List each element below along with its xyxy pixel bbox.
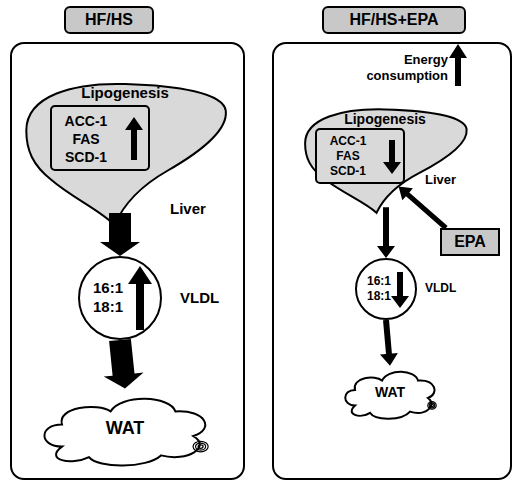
drug-label: EPA: [442, 233, 498, 251]
increase-arrow: [449, 44, 467, 86]
panel-title: HF/HS+EPA: [322, 6, 466, 34]
arrow-body: [104, 339, 144, 389]
liver-shape: LipogenesisLiver ACC-1 FAS SCD-1: [20, 78, 230, 228]
condition-panel: HF/HS+EPAEnergy consumptionLipogenesisLi…: [272, 42, 512, 480]
liver-shape: [26, 84, 226, 225]
adipose-cloud: WAT: [35, 385, 215, 473]
process-label: Lipogenesis: [55, 84, 195, 101]
arrow-body: [380, 320, 398, 366]
tail-swirl: [431, 404, 434, 406]
flow-arrow: [380, 320, 398, 366]
enzyme-list: ACC-1 FAS SCD-1: [321, 134, 375, 179]
flow-arrow: [399, 186, 448, 230]
organ-label: Liver: [425, 173, 470, 188]
particle-label: VLDL: [425, 282, 470, 296]
drug-box: EPA: [440, 228, 500, 256]
effect-label: Energy consumption: [342, 52, 448, 84]
liver-shape: LipogenesisLiver ACC-1 FAS SCD-1: [300, 105, 470, 215]
enzyme-list: ACC-1 FAS SCD-1: [56, 112, 116, 166]
arrow-body: [100, 213, 140, 256]
panel-title: HF/HS: [64, 6, 154, 34]
tail-swirl: [193, 441, 208, 452]
fatty-acid-list: 16:1 18:1: [361, 274, 397, 304]
vldl-circle: 16:1 18:1VLDL: [355, 258, 417, 320]
adipose-cloud: WAT: [340, 362, 440, 424]
flow-arrow: [377, 207, 395, 258]
vldl-circle: 16:1 18:1VLDL: [78, 256, 162, 340]
tail-swirl: [428, 402, 436, 409]
condition-panel: HF/HSLipogenesisLiverACC-1 FAS SCD-116:1…: [10, 42, 245, 480]
tissue-label: WAT: [35, 418, 215, 439]
particle-label: VLDL: [180, 289, 235, 306]
liver-shape: [305, 109, 467, 212]
process-label: Lipogenesis: [320, 111, 450, 127]
tail-swirl: [198, 445, 203, 449]
tail-swirl: [196, 443, 206, 450]
arrow-body: [377, 207, 395, 258]
organ-label: Liver: [170, 200, 225, 217]
arrow-body: [399, 186, 448, 230]
tail-swirl: [429, 403, 435, 408]
flow-arrow: [104, 339, 144, 389]
tissue-label: WAT: [340, 384, 440, 400]
flow-arrow: [100, 213, 140, 256]
fatty-acid-list: 16:1 18:1: [86, 278, 130, 316]
